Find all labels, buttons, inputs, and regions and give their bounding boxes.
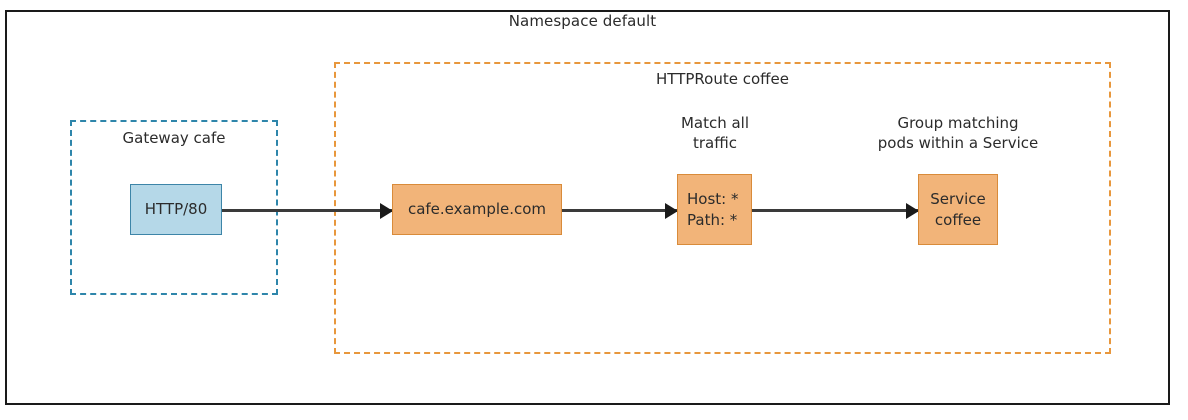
arrow-match-to-backend <box>752 209 918 212</box>
namespace-title: Namespace default <box>508 12 657 30</box>
gateway-group-title: Gateway cafe <box>122 129 226 147</box>
arrow-listener-to-hostname <box>222 209 392 212</box>
node-hostname-cafe-example-com: cafe.example.com <box>392 184 562 235</box>
gateway-group-box <box>70 120 278 295</box>
node-match-rules: Host: * Path: * <box>677 174 752 245</box>
node-listener-http80: HTTP/80 <box>130 184 222 235</box>
caption-match-all-traffic: Match all traffic <box>680 114 750 152</box>
caption-group-matching-pods: Group matching pods within a Service <box>877 114 1039 152</box>
arrow-hostname-to-match <box>562 209 677 212</box>
node-backend-service-coffee: Service coffee <box>918 174 998 245</box>
httproute-group-box <box>334 62 1111 354</box>
httproute-group-title: HTTPRoute coffee <box>656 70 789 88</box>
